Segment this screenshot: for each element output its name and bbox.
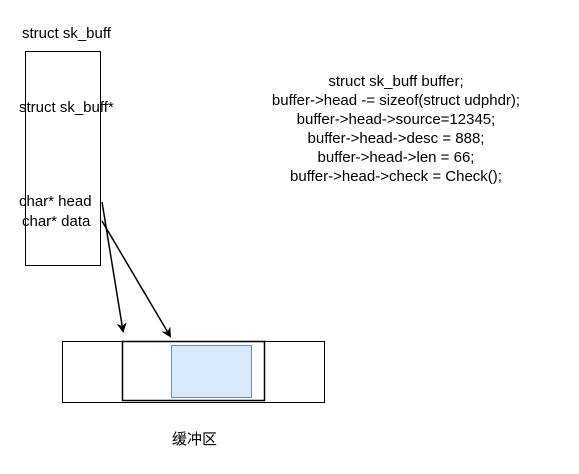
code-line: struct sk_buff buffer; bbox=[328, 73, 464, 90]
struct-box bbox=[25, 51, 101, 266]
code-block: struct sk_buff buffer; buffer->head -= s… bbox=[236, 72, 556, 186]
data-pointer-arrow bbox=[101, 220, 172, 338]
struct-title: struct sk_buff bbox=[22, 25, 111, 42]
field-skbuff-pointer: struct sk_buff* bbox=[19, 99, 114, 116]
code-line: buffer->head->desc = 888; bbox=[307, 130, 485, 147]
code-line: buffer->head->check = Check(); bbox=[290, 168, 502, 185]
buffer-header-highlight bbox=[171, 345, 252, 398]
head-pointer-arrow bbox=[101, 201, 127, 333]
buffer-label: 缓冲区 bbox=[172, 430, 218, 448]
code-line: buffer->head->source=12345; bbox=[296, 111, 496, 128]
field-head: char* head bbox=[19, 193, 92, 210]
code-line: buffer->head -= sizeof(struct udphdr); bbox=[271, 92, 521, 109]
field-data: char* data bbox=[22, 213, 91, 230]
code-line: buffer->head->len = 66; bbox=[317, 149, 475, 166]
